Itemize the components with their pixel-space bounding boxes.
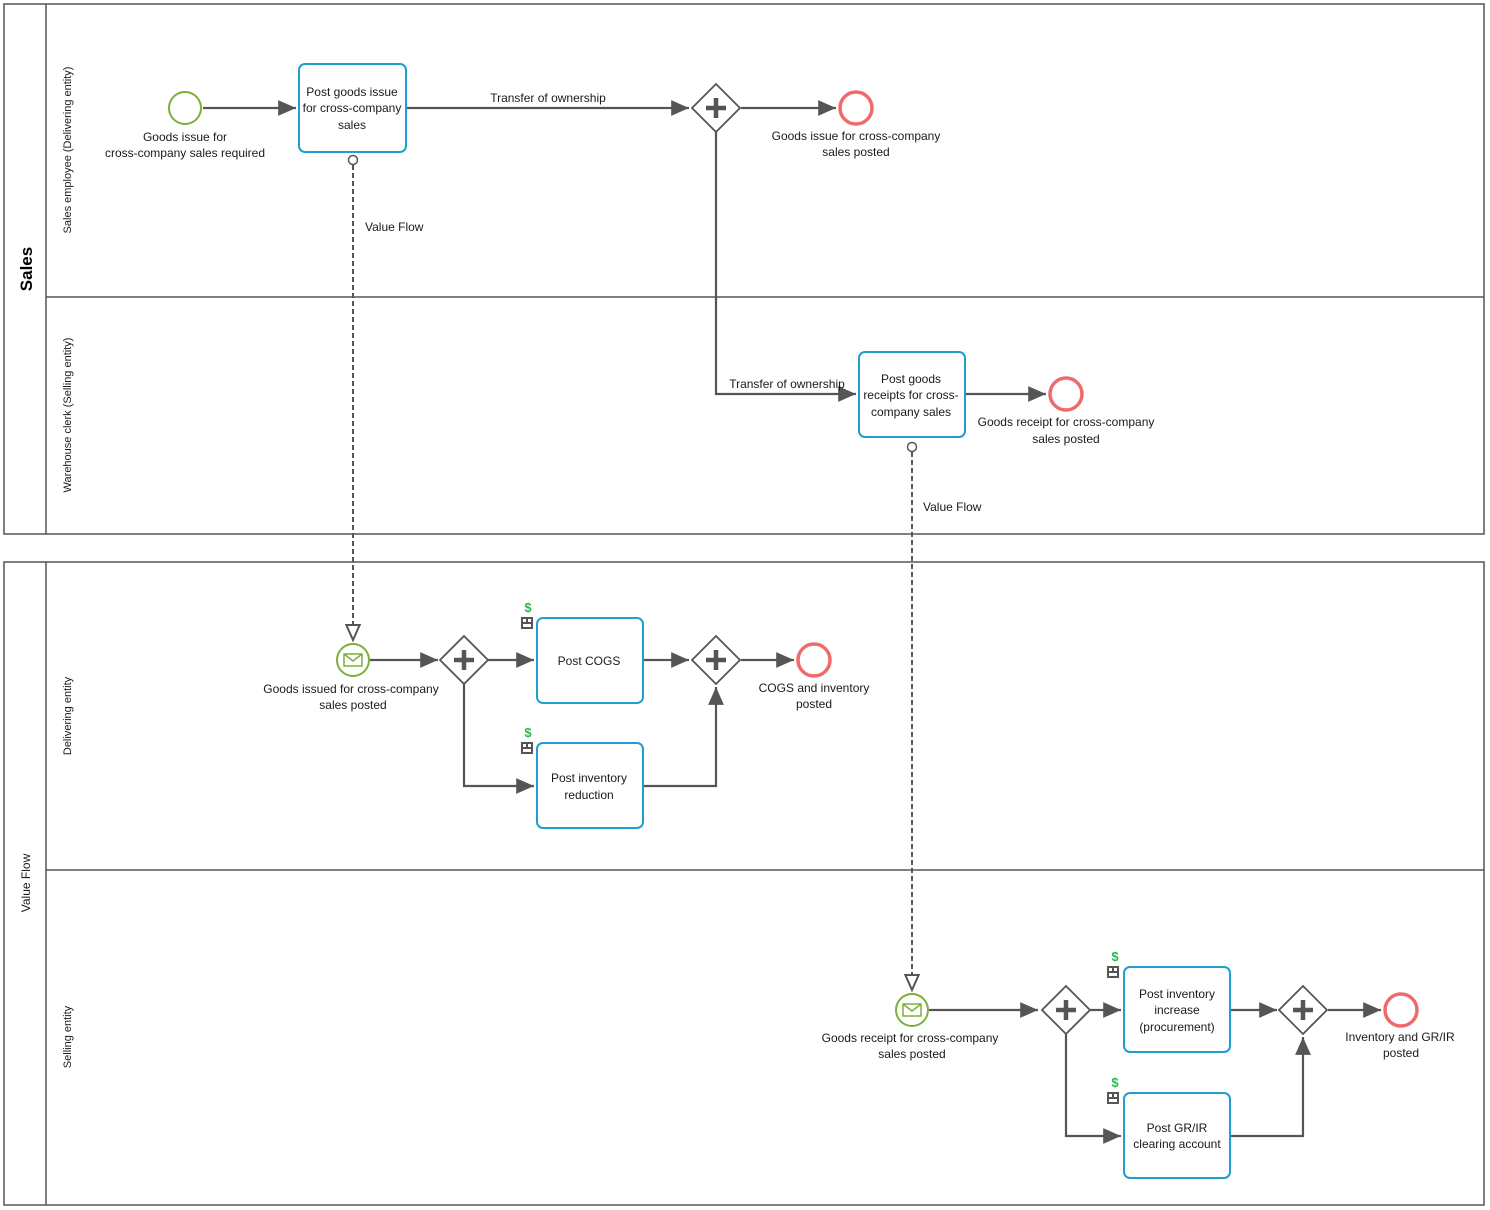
ledger-icon — [521, 742, 533, 754]
start-event-goods-issue[interactable]: Goods issue for cross-company sales requ… — [105, 91, 265, 160]
ledger-icon — [1107, 966, 1119, 978]
parallel-gateway-join-selling[interactable] — [1277, 984, 1329, 1036]
plus-icon — [706, 650, 726, 670]
event-label-line: Goods issued for cross-company — [263, 682, 438, 696]
pool-title-sales: Sales — [17, 247, 36, 291]
dollar-icon: $ — [1111, 949, 1119, 964]
task-label-line: Post goods issue — [306, 85, 398, 99]
event-label-line: Goods issue for — [143, 130, 227, 144]
task-post-cogs[interactable]: Post COGS — [536, 617, 644, 704]
task-icons-post-inventory-reduction: $ — [521, 725, 533, 754]
plus-icon — [1293, 1000, 1313, 1020]
ledger-icon — [1107, 1092, 1119, 1104]
lane-title-sales-employee: Sales employee (Delivering entity) — [62, 67, 74, 234]
ledger-icon — [521, 617, 533, 629]
plus-icon — [1056, 1000, 1076, 1020]
plus-icon — [454, 650, 474, 670]
task-post-grir-clearing[interactable]: Post GR/IR clearing account — [1123, 1092, 1231, 1179]
task-label-line: receipts for cross- — [863, 388, 958, 402]
task-post-goods-issue[interactable]: Post goods issue for cross-company sales — [298, 63, 407, 153]
lane-title-delivering-entity: Delivering entity — [62, 676, 74, 755]
pool-title-value-flow: Value Flow — [19, 853, 33, 912]
flow-post-grir-to-join — [1231, 1037, 1311, 1138]
flow-label-transfer-2: Transfer of ownership — [729, 377, 845, 391]
task-label-line: Post inventory — [551, 771, 627, 785]
pool-sales: Sales Sales employee (Delivering entity)… — [3, 3, 1485, 535]
task-label-line: increase — [1154, 1003, 1200, 1017]
message-event-goods-receipt[interactable]: Goods receipt for cross-company sales po… — [822, 993, 999, 1061]
event-label-line: Goods issue for cross-company — [772, 129, 941, 143]
task-post-goods-receipts[interactable]: Post goods receipts for cross- company s… — [858, 351, 966, 438]
event-label-line: cross-company sales required — [105, 146, 265, 160]
task-label-line: Post COGS — [558, 654, 621, 668]
task-label-line: clearing account — [1133, 1137, 1221, 1151]
lane-title-warehouse-clerk: Warehouse clerk (Selling entity) — [62, 338, 74, 493]
task-label-line: reduction — [564, 788, 613, 802]
parallel-gateway-split-delivering[interactable] — [438, 634, 490, 686]
value-flow-origin-1 — [347, 154, 359, 166]
task-label-line: for cross-company — [303, 101, 402, 115]
task-icons-post-inventory-increase: $ — [1107, 949, 1119, 978]
flow-split-to-post-inventory-reduction — [462, 684, 534, 794]
flow-label-transfer-1: Transfer of ownership — [490, 91, 606, 105]
task-post-inventory-reduction[interactable]: Post inventory reduction — [536, 742, 644, 829]
task-label-line: company sales — [871, 405, 951, 419]
flow-label-value-flow-1: Value Flow — [365, 220, 424, 234]
flow-label-value-flow-2: Value Flow — [923, 500, 982, 514]
task-label-line: Post goods — [881, 372, 941, 386]
task-label-line: (procurement) — [1139, 1020, 1214, 1034]
task-icons-post-grir-clearing: $ — [1107, 1075, 1119, 1104]
event-label-line: sales posted — [1032, 432, 1099, 446]
flow-gateway-to-post-goods-receipts — [714, 132, 856, 402]
message-event-goods-issued[interactable]: Goods issued for cross-company sales pos… — [263, 643, 439, 712]
task-post-inventory-increase[interactable]: Post inventory increase (procurement) — [1123, 966, 1231, 1053]
pool-value-flow: Value Flow Delivering entity Selling ent… — [3, 561, 1485, 1206]
dollar-icon: $ — [524, 725, 532, 740]
task-label-line: Post GR/IR — [1147, 1121, 1208, 1135]
task-label-line: sales — [338, 118, 366, 132]
event-label-line: sales posted — [878, 1047, 945, 1061]
event-label-line: posted — [796, 697, 832, 711]
event-label-line: Goods receipt for cross-company — [978, 415, 1155, 429]
end-event-inventory-grir-posted[interactable]: Inventory and GR/IR posted — [1345, 992, 1455, 1060]
event-label-line: posted — [1383, 1046, 1419, 1060]
parallel-gateway-split-selling[interactable] — [1040, 984, 1092, 1036]
dollar-icon: $ — [1111, 1075, 1119, 1090]
flow-split-to-post-grir — [1064, 1034, 1121, 1144]
dollar-icon: $ — [524, 600, 532, 615]
end-event-cogs-posted[interactable]: COGS and inventory posted — [759, 642, 870, 711]
event-label-line: sales posted — [319, 698, 386, 712]
event-label-line: Goods receipt for cross-company — [822, 1031, 999, 1045]
plus-icon — [706, 98, 726, 118]
parallel-gateway-join-delivering[interactable] — [690, 634, 742, 686]
task-label-line: Post inventory — [1139, 987, 1215, 1001]
flow-post-inventory-reduction-to-join — [644, 687, 724, 788]
event-label-line: sales posted — [822, 145, 889, 159]
event-label-line: Inventory and GR/IR — [1345, 1030, 1455, 1044]
value-flow-origin-2 — [906, 441, 918, 453]
task-icons-post-cogs: $ — [521, 600, 533, 629]
end-event-goods-receipt-posted[interactable]: Goods receipt for cross-company sales po… — [978, 376, 1155, 446]
parallel-gateway-1[interactable] — [690, 82, 742, 134]
event-label-line: COGS and inventory — [759, 681, 870, 695]
lane-title-selling-entity: Selling entity — [62, 1005, 74, 1068]
sequence-flows — [203, 100, 1381, 1144]
end-event-goods-issue-posted[interactable]: Goods issue for cross-company sales post… — [772, 90, 941, 159]
value-flows — [344, 165, 921, 993]
